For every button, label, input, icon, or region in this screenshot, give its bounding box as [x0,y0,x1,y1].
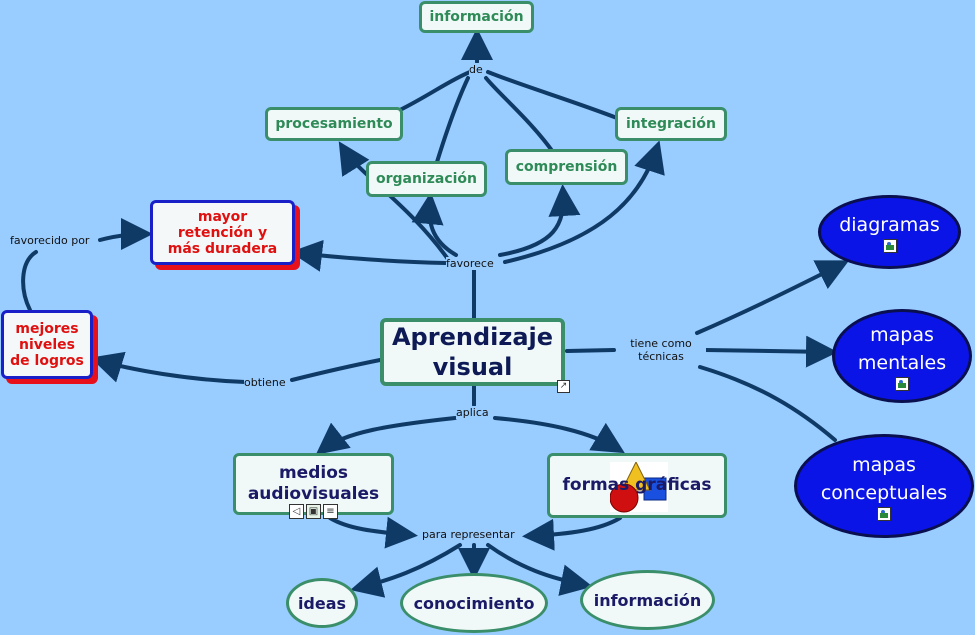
node-informacion-bottom[interactable]: información [580,570,715,630]
document-icon[interactable]: ≡ [323,504,338,519]
link-label-favorece: favorece [446,257,494,270]
image-icon[interactable]: ▣ [306,504,321,519]
link-label-tiene-como-tecnicas: tiene como técnicas [616,337,706,363]
image-icon[interactable] [895,377,909,391]
sound-icon[interactable]: ◁ [289,504,304,519]
shapes-image [610,462,668,513]
node-formas-graficas[interactable]: formas gráficas [547,453,727,518]
node-mapas-mentales[interactable]: mapas mentales [832,309,972,403]
link-label-favorecido-por: favorecido por [10,234,90,247]
image-icon[interactable] [882,239,897,253]
node-informacion-top[interactable]: información [419,1,534,33]
link-label-obtiene: obtiene [244,376,286,389]
node-organizacion[interactable]: organización [366,161,487,197]
node-procesamiento[interactable]: procesamiento [265,107,403,141]
node-comprension[interactable]: comprensión [505,149,628,185]
node-aprendizaje-visual[interactable]: Aprendizaje visual [380,318,565,386]
shortcut-arrow-icon[interactable]: ↗ [557,380,570,393]
resource-icons: ◁ ▣ ≡ [289,504,338,519]
link-label-de: de [469,63,483,76]
link-label-para-representar: para representar [422,528,515,541]
node-mejores-niveles[interactable]: mejores niveles de logros [1,310,93,379]
node-mayor-retencion[interactable]: mayor retención y más duradera [150,200,295,265]
image-icon[interactable] [877,507,891,521]
node-ideas[interactable]: ideas [286,578,358,628]
node-integracion[interactable]: integración [615,107,727,141]
node-diagramas[interactable]: diagramas [818,195,961,269]
link-label-aplica: aplica [456,406,489,419]
node-conocimiento[interactable]: conocimiento [400,573,548,633]
node-mapas-conceptuales[interactable]: mapas conceptuales [794,434,974,538]
